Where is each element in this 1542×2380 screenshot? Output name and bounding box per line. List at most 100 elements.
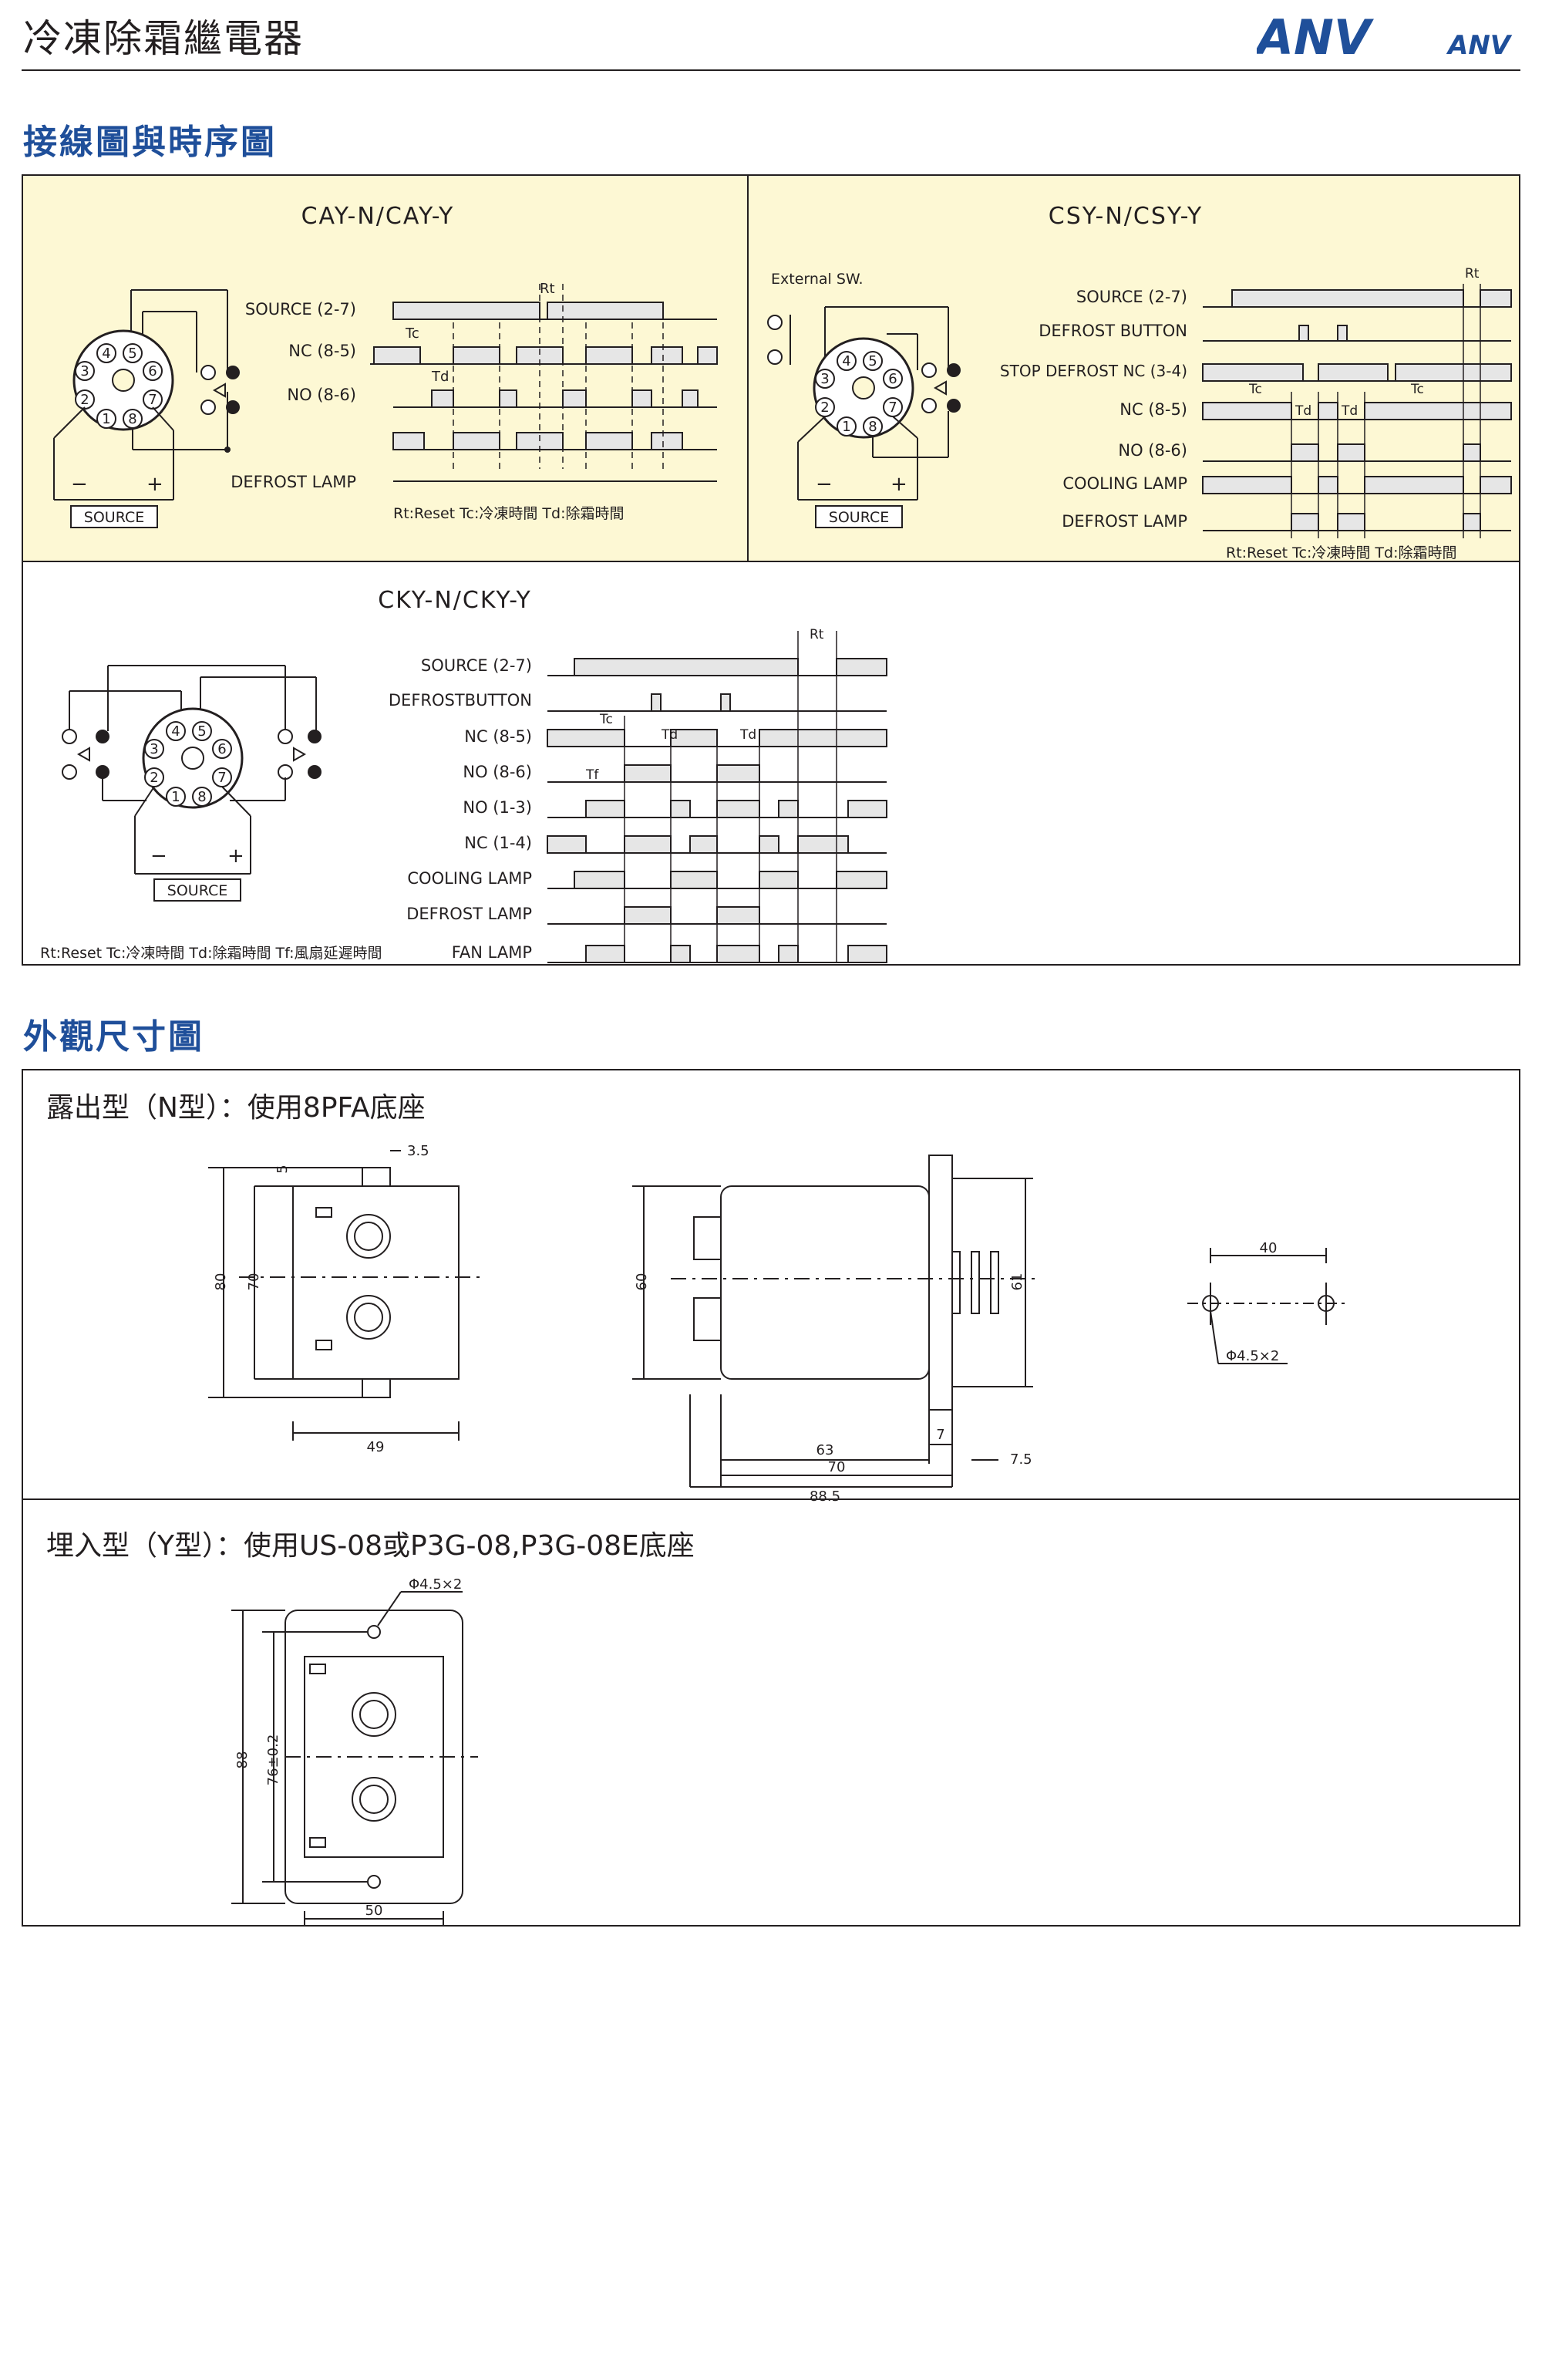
svg-text:NC (8-5): NC (8-5) [464,727,532,746]
svg-text:3.5: 3.5 [407,1143,429,1159]
csy-model: CSY-N/CSY-Y [1049,203,1203,230]
svg-text:External SW.: External SW. [771,271,864,288]
svg-text:76±0.2: 76±0.2 [265,1734,281,1786]
svg-text:−: − [71,473,88,496]
svg-text:Rt: Rt [540,281,555,297]
svg-text:NO (8-6): NO (8-6) [287,386,356,404]
svg-text:63: 63 [816,1442,834,1458]
svg-text:Rt:Reset Tc:冷凍時間 Td:除霜時間: Rt:Reset Tc:冷凍時間 Td:除霜時間 [1226,544,1457,561]
cay-diagram: CAY-N/CAY-Y 4 5 3 6 2 7 1 8 [53,203,718,528]
svg-text:4: 4 [842,353,850,369]
svg-text:88: 88 [234,1751,251,1769]
svg-text:+: + [146,473,163,496]
n-front-view [208,1150,486,1441]
svg-text:SOURCE (2-7): SOURCE (2-7) [245,300,356,319]
svg-text:−: − [816,473,833,496]
svg-text:80: 80 [213,1273,229,1291]
svg-text:STOP DEFROST NC (3-4): STOP DEFROST NC (3-4) [1000,362,1187,380]
svg-text:1: 1 [842,419,850,435]
cky-socket: 4 5 3 6 2 7 1 8 − + SOURCE [62,665,322,902]
svg-text:DEFROST BUTTON: DEFROST BUTTON [1039,322,1187,340]
svg-text:NO (1-3): NO (1-3) [463,798,532,817]
svg-text:7: 7 [217,770,226,786]
svg-text:SOURCE: SOURCE [167,882,227,899]
svg-text:6: 6 [217,741,226,757]
svg-text:Tc: Tc [405,325,419,342]
svg-text:6: 6 [148,363,157,379]
svg-text:Tc: Tc [1410,382,1424,397]
n-side-view [632,1155,1041,1488]
svg-text:61: 61 [1009,1273,1025,1291]
svg-text:49: 49 [367,1439,385,1455]
page-title: 冷凍除霜繼電器 [23,16,304,61]
svg-text:Td: Td [431,369,449,385]
svg-text:5: 5 [274,1165,291,1173]
svg-text:7: 7 [936,1427,944,1443]
dimensions-panel: 露出型（N型）：使用8PFA底座 埋入型（Y型）：使用US-08或P3G-08,… [22,1069,1520,1931]
svg-text:FAN LAMP: FAN LAMP [452,943,532,962]
cay-timing [370,302,718,482]
svg-text:DEFROST LAMP: DEFROST LAMP [406,905,532,923]
svg-text:Φ4.5×2: Φ4.5×2 [1226,1348,1279,1364]
svg-text:DEFROST LAMP: DEFROST LAMP [231,473,356,491]
logo-text: ANV [1257,14,1375,60]
svg-text:8: 8 [197,789,206,805]
svg-text:+: + [891,473,907,496]
svg-text:7: 7 [148,392,157,408]
svg-text:SOURCE: SOURCE [829,509,889,526]
svg-text:COOLING LAMP: COOLING LAMP [407,869,532,888]
svg-text:Rt:Reset Tc:冷凍時間 Td:除霜時間 Tf:風扇: Rt:Reset Tc:冷凍時間 Td:除霜時間 Tf:風扇延遲時間 [40,945,382,962]
svg-text:7.5: 7.5 [1010,1451,1032,1468]
svg-text:3: 3 [150,741,158,757]
cay-socket: 4 5 3 6 2 7 1 8 − + SOURCE [53,289,240,528]
svg-text:Td: Td [1341,403,1358,419]
svg-text:2: 2 [80,392,89,408]
csy-socket: 4 5 3 6 2 7 1 8 − + SOURCE [767,306,961,528]
svg-text:COOLING LAMP: COOLING LAMP [1062,474,1187,493]
y-type-subtitle: 埋入型（Y型）：使用US-08或P3G-08,P3G-08E底座 [46,1530,695,1562]
svg-text:Tf: Tf [585,767,599,783]
svg-text:70: 70 [246,1273,262,1291]
y-front-view [231,1591,478,1931]
svg-text:NC (8-5): NC (8-5) [288,342,356,360]
svg-text:+: + [227,844,244,868]
csy-timing [1202,289,1512,531]
svg-text:5: 5 [197,723,206,740]
svg-text:NC (8-5): NC (8-5) [1119,400,1187,419]
header-rule [22,69,1520,71]
svg-text:88.5: 88.5 [810,1488,840,1505]
svg-text:Tc: Tc [599,712,613,727]
svg-text:2: 2 [820,399,829,416]
svg-text:Φ4.5×2: Φ4.5×2 [409,1576,462,1593]
svg-text:SOURCE (2-7): SOURCE (2-7) [421,656,532,675]
wiring-section-title: 接線圖與時序圖 [23,123,277,162]
svg-text:6: 6 [888,371,897,387]
svg-text:4: 4 [102,346,110,362]
cky-model: CKY-N/CKY-Y [378,587,532,614]
svg-text:DEFROST LAMP: DEFROST LAMP [1062,512,1187,531]
svg-text:50: 50 [365,1903,383,1919]
svg-text:70: 70 [828,1459,846,1475]
svg-text:−: − [150,844,167,868]
svg-text:1: 1 [102,411,110,427]
logo-small-text: ANV [1446,30,1513,60]
svg-text:NO (8-6): NO (8-6) [1118,441,1187,460]
svg-text:Td: Td [739,727,756,743]
svg-text:5: 5 [868,353,877,369]
dimensions-section-title: 外觀尺寸圖 [23,1017,204,1057]
svg-text:SOURCE (2-7): SOURCE (2-7) [1076,288,1187,306]
svg-text:Tc: Tc [1248,382,1262,397]
n-type-subtitle: 露出型（N型）：使用8PFA底座 [46,1092,426,1124]
csy-diagram: CSY-N/CSY-Y External SW. 4 5 3 6 2 7 1 8 [767,203,1512,561]
svg-text:5: 5 [128,346,136,362]
svg-text:Rt: Rt [1465,266,1480,281]
svg-text:8: 8 [868,419,877,435]
svg-text:Rt: Rt [810,627,824,642]
svg-text:3: 3 [820,371,829,387]
svg-text:2: 2 [150,770,158,786]
svg-text:DEFROSTBUTTON: DEFROSTBUTTON [389,691,532,710]
wiring-panel: CAY-N/CAY-Y 4 5 3 6 2 7 1 8 [22,174,1520,966]
n-mount-holes [1187,1248,1349,1364]
svg-text:NC (1-4): NC (1-4) [464,834,532,852]
dimension-drawings: 露出型（N型）：使用8PFA底座 埋入型（Y型）：使用US-08或P3G-08,… [23,1092,1519,1931]
